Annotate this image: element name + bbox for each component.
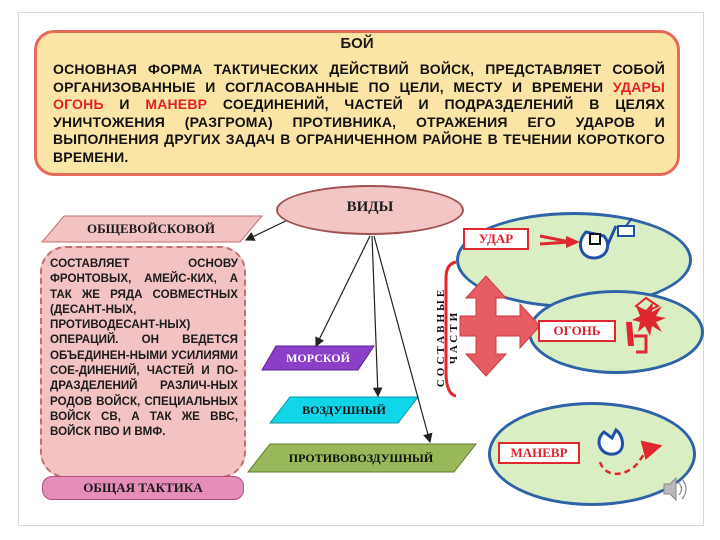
strike-arrow-icon: [539, 234, 580, 248]
gun-icon: [626, 322, 648, 354]
maneuver-tag: МАНЕВР: [498, 442, 580, 464]
air-defense-type-shape: [246, 443, 478, 473]
flag-icon: [606, 217, 635, 245]
definition-and: И: [103, 96, 146, 112]
speaker-icon[interactable]: [663, 476, 687, 502]
maneuver-arrow-icon: [597, 427, 663, 475]
connector-air: [371, 235, 383, 398]
connector-air-defense: [373, 235, 433, 444]
general-description-box: СОСТАВЛЯЕТ ОСНОВУ ФРОНТОВЫХ, АМЕЙС-КИХ, …: [40, 246, 246, 478]
strike-tag: УДАР: [463, 228, 529, 250]
type-label-air: ВОЗДУШНЫЙ: [302, 403, 386, 417]
connector-naval: [315, 235, 371, 348]
definition-title: БОЙ: [340, 35, 374, 52]
definition-highlight-maneuver: МАНЕВР: [145, 96, 208, 112]
general-description-text: СОСТАВЛЯЕТ ОСНОВУ ФРОНТОВЫХ, АМЕЙС-КИХ, …: [50, 257, 238, 439]
components-three-way-arrow: [459, 275, 541, 377]
definition-box: БОЙ ОСНОВНАЯ ФОРМА ТАКТИЧЕСКИХ ДЕЙСТВИЙ …: [34, 30, 680, 176]
general-tactics-label: ОБЩАЯ ТАКТИКА: [42, 476, 244, 500]
types-title: ВИДЫ: [346, 199, 394, 215]
components-label-line2: ЧАСТИ: [448, 309, 460, 365]
components-bracket: [444, 260, 457, 398]
definition-text: ОСНОВНАЯ ФОРМА ТАКТИЧЕСКИХ ДЕЙСТВИЙ ВОЙС…: [53, 61, 665, 166]
fire-tag: ОГОНЬ: [538, 320, 616, 342]
connector-general: [244, 217, 293, 241]
definition-text-part2: СОЕДИНЕНИЙ, ЧАСТЕЙ И ПОДРАЗДЕЛЕНИЙ В ЦЕЛ…: [53, 96, 665, 165]
definition-text-part1: ОСНОВНАЯ ФОРМА ТАКТИЧЕСКИХ ДЕЙСТВИЙ ВОЙС…: [53, 61, 665, 95]
type-label-naval: МОРСКОЙ: [286, 351, 350, 365]
type-label-air-defense: ПРОТИВОВОЗДУШНЫЙ: [288, 451, 434, 465]
target-icon: [578, 230, 610, 260]
definition-highlight-strikes-fire: УДАРЫ ОГОНЬ: [53, 78, 665, 113]
naval-type-shape: [261, 345, 375, 371]
type-label-general: ОБЩЕВОЙСКОВОЙ: [86, 221, 216, 236]
fire-explosion-icon: [632, 296, 666, 336]
types-oval: ВИДЫ: [276, 185, 464, 235]
components-label-line1: СОСТАВНЫЕ: [435, 286, 447, 388]
general-type-shape: [40, 215, 264, 243]
components-label: СОСТАВНЫЕ ЧАСТИ: [435, 277, 469, 397]
